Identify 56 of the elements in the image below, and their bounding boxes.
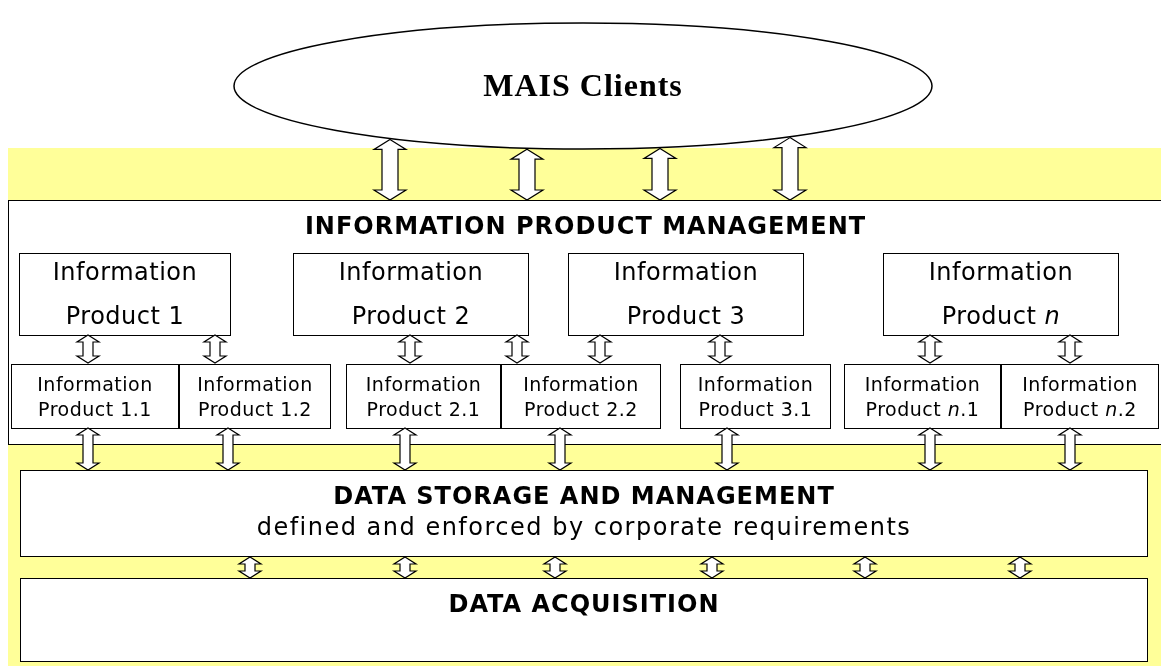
sub-product-box — [1001, 364, 1159, 429]
double-arrow — [586, 334, 614, 364]
double-arrow — [214, 427, 242, 471]
double-arrow — [74, 334, 102, 364]
product-label: Information Product n.1 — [863, 371, 982, 422]
product-box — [568, 253, 804, 336]
product-label: Information Product 1.2 — [196, 371, 314, 422]
double-arrow — [1056, 427, 1084, 471]
double-arrow — [698, 556, 726, 579]
sub-product-box — [179, 364, 331, 429]
client-ellipse — [233, 22, 933, 150]
product-label: Information Product 1 — [51, 257, 199, 332]
double-arrow — [771, 136, 809, 201]
sub-product-box — [346, 364, 501, 429]
layer-panel — [20, 578, 1148, 662]
double-arrow — [74, 427, 102, 471]
product-label: Information Product 1.1 — [36, 371, 154, 422]
double-arrow — [201, 334, 229, 364]
product-box — [19, 253, 231, 336]
sub-product-box — [11, 364, 179, 429]
product-label: Information Product 3 — [612, 257, 760, 332]
double-arrow — [1006, 556, 1034, 579]
double-arrow — [706, 334, 734, 364]
double-arrow — [1056, 334, 1084, 364]
layer-subtitle: defined and enforced by corporate requirements — [255, 512, 913, 544]
product-label: Information Product 2.2 — [522, 371, 640, 422]
product-box — [883, 253, 1119, 336]
double-arrow — [916, 334, 944, 364]
product-label: Information Product 2 — [337, 257, 485, 332]
double-arrow — [508, 148, 546, 201]
client-label: MAIS Clients — [482, 66, 684, 106]
double-arrow — [503, 334, 531, 364]
double-arrow — [916, 427, 944, 471]
double-arrow — [391, 427, 419, 471]
layer-panel — [20, 470, 1148, 557]
double-arrow — [641, 147, 679, 201]
layer-title: DATA ACQUISITION — [447, 589, 721, 620]
sub-product-box — [680, 364, 831, 429]
double-arrow — [236, 556, 264, 579]
product-box — [293, 253, 529, 336]
sub-product-box — [844, 364, 1001, 429]
product-label: Information Product n — [927, 257, 1075, 332]
sub-product-box — [501, 364, 661, 429]
double-arrow — [396, 334, 424, 364]
double-arrow — [371, 138, 409, 201]
product-label: Information Product 2.1 — [364, 371, 483, 422]
double-arrow — [391, 556, 419, 579]
product-label: Information Product 3.1 — [696, 371, 815, 422]
double-arrow — [851, 556, 879, 579]
layer-title: DATA STORAGE AND MANAGEMENT — [332, 481, 836, 512]
layer-title: INFORMATION PRODUCT MANAGEMENT — [303, 211, 868, 242]
double-arrow — [713, 427, 741, 471]
product-label: Information Product n.2 — [1021, 371, 1139, 422]
double-arrow — [546, 427, 574, 471]
layer-panel — [8, 200, 1161, 445]
double-arrow — [541, 556, 569, 579]
